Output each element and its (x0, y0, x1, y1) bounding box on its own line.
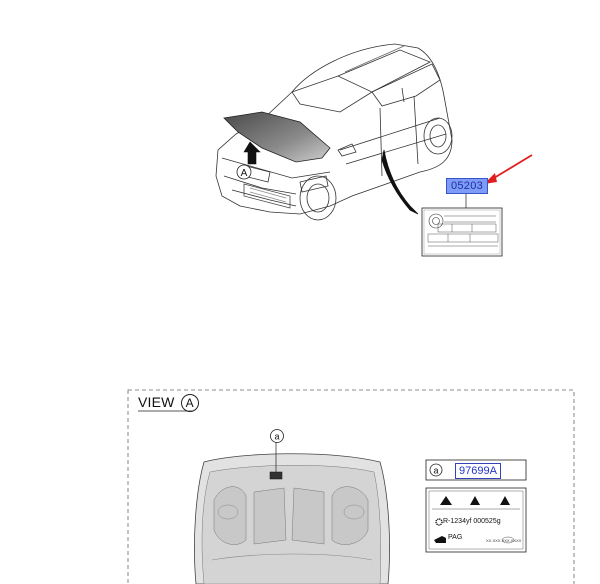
refrigerant-spec: R-1234yf 000525g (443, 518, 501, 525)
hood-callout-letter: a (274, 432, 279, 442)
hood-underside (194, 442, 390, 584)
detail-callout-letter: a (433, 466, 438, 476)
hood-panel (223, 111, 331, 163)
top-label-plate (421, 193, 503, 257)
label-fine-print: XX.XXX.XXX.XXXX (486, 538, 522, 543)
view-marker-a: A (236, 164, 252, 180)
top-part-number: 05203 (446, 178, 488, 194)
car-wheels (299, 117, 453, 221)
view-frame (127, 389, 575, 584)
oil-can-icon (434, 536, 446, 543)
view-title-text: VIEW (138, 394, 175, 410)
view-marker-letter: A (241, 168, 248, 179)
lift-arrow-icon (243, 141, 261, 165)
red-annotation-arrow (484, 154, 533, 184)
hood-callout-a: a (270, 429, 284, 443)
detail-part-number: 97699A (455, 463, 501, 479)
label-leader-pointer (381, 149, 419, 215)
oil-spec: PAG (448, 534, 463, 541)
detail-label: a (425, 459, 527, 553)
view-title: VIEW A (138, 394, 199, 412)
view-title-letter: A (180, 394, 199, 412)
gear-icon (435, 518, 443, 526)
